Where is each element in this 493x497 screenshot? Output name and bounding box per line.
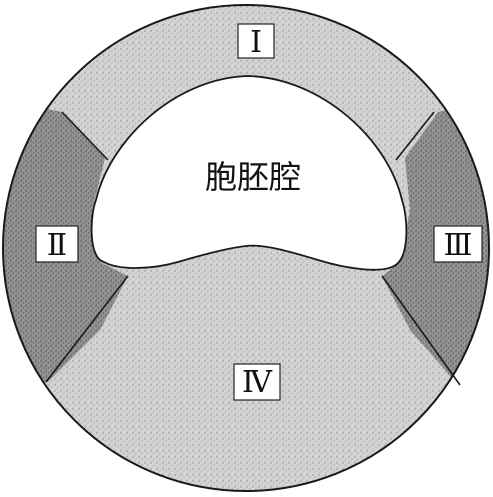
- cavity-label: 胞胚腔: [205, 158, 301, 196]
- svg-text:Ⅲ: Ⅲ: [444, 228, 473, 263]
- region-IV-label: Ⅳ: [234, 364, 280, 400]
- region-III-label: Ⅲ: [434, 226, 482, 263]
- svg-text:Ⅳ: Ⅳ: [242, 365, 273, 400]
- svg-text:Ⅰ: Ⅰ: [250, 25, 262, 60]
- region-II-label: Ⅱ: [36, 226, 78, 263]
- region-I-label: Ⅰ: [238, 24, 274, 60]
- svg-text:Ⅱ: Ⅱ: [47, 228, 67, 263]
